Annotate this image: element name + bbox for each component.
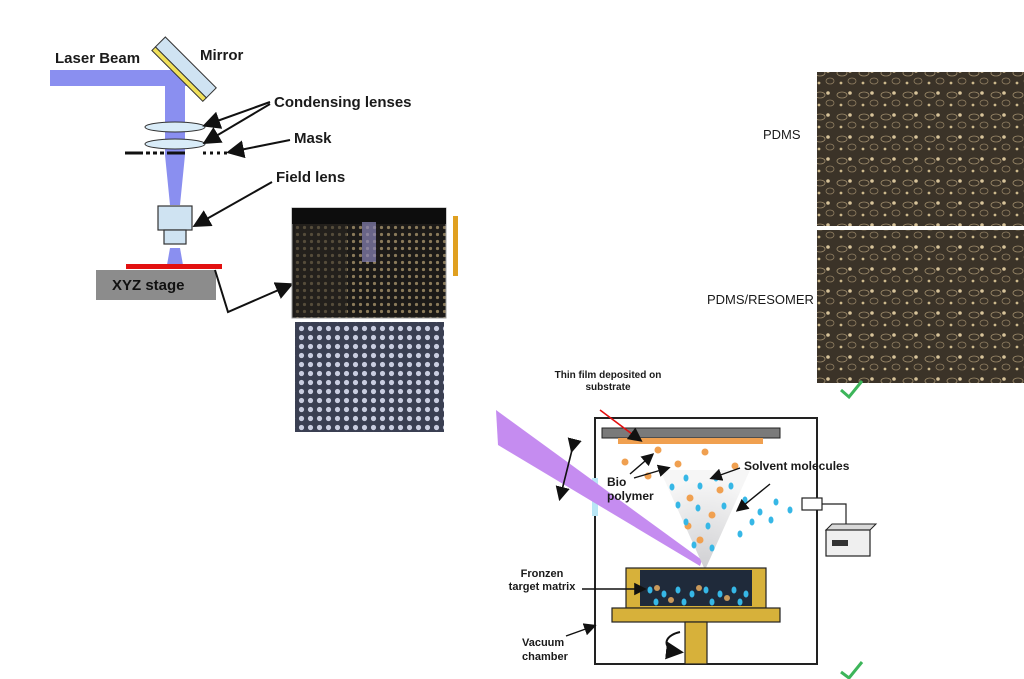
controller-device-icon (801, 497, 878, 557)
checkmark-icon (840, 380, 864, 400)
arrow-biopolymer-2 (633, 464, 671, 479)
solvent-particles (669, 474, 793, 552)
lithography-setup (50, 36, 458, 432)
micrograph-beam-glow (362, 222, 376, 262)
checkmark-icon-2 (840, 661, 864, 679)
cell-image-pdms-resomer (817, 230, 1024, 383)
arrow-condensing-2 (202, 103, 271, 145)
deposition-chamber (496, 409, 878, 679)
arrow-vacuum-chamber (565, 623, 597, 637)
arrow-solvent-1 (709, 467, 741, 481)
mirror (151, 36, 217, 103)
arrow-mask (226, 139, 291, 159)
target-holder (611, 567, 781, 665)
biopolymer-particles (621, 446, 739, 544)
condensing-lens-2 (144, 138, 206, 150)
xyz-stage-block (96, 270, 216, 300)
label-solvent-molecules: Solvent molecules (744, 459, 850, 473)
laser-beam-horizontal (50, 70, 192, 86)
substrate-plate (601, 427, 781, 439)
label-vacuum-chamber: Vacuum chamber (522, 637, 568, 663)
laser-beam-focus (165, 155, 185, 205)
stage-red-plate (126, 264, 222, 269)
rotation-arrow-icon (665, 631, 684, 660)
laser-beam-to-stage (167, 248, 183, 265)
micrograph-top-header (292, 208, 446, 224)
thin-film-layer (618, 438, 763, 444)
label-field-lens: Field lens (276, 169, 346, 186)
micrograph-colorbar (453, 216, 458, 276)
laser-beam-incident (496, 410, 702, 566)
field-lens-objective (157, 205, 193, 245)
arrow-biopolymer-1 (629, 453, 655, 475)
label-mirror: Mirror (200, 47, 244, 64)
laser-window-arrow (555, 437, 582, 502)
label-pdms-resomer: PDMS/RESOMER (707, 292, 814, 307)
label-laser-beam: Laser Beam (55, 50, 141, 67)
arrow-condensing-1 (202, 101, 271, 129)
label-mask: Mask (294, 130, 332, 147)
label-frozen-matrix: Fronzen target matrix (508, 568, 576, 593)
ablation-plume (660, 470, 750, 570)
arrow-field-lens (192, 181, 273, 227)
arrow-solvent-2 (735, 483, 771, 512)
laser-beam-vertical (165, 80, 185, 155)
label-xyz-stage: XYZ stage (112, 277, 185, 294)
condensing-lens-1 (144, 121, 206, 133)
label-condensing-lenses: Condensing lenses (274, 94, 412, 111)
arrow-thin-film (599, 409, 643, 442)
label-pdms: PDMS (763, 127, 801, 142)
cell-image-pdms (817, 72, 1024, 226)
micrograph-bottom (295, 322, 444, 432)
label-thin-film: Thin film deposited on substrate (554, 370, 662, 393)
arrow-stage-to-image (214, 269, 294, 314)
label-biopolymer: Bio polymer (607, 475, 654, 503)
micrograph-top-left-region (295, 222, 347, 316)
